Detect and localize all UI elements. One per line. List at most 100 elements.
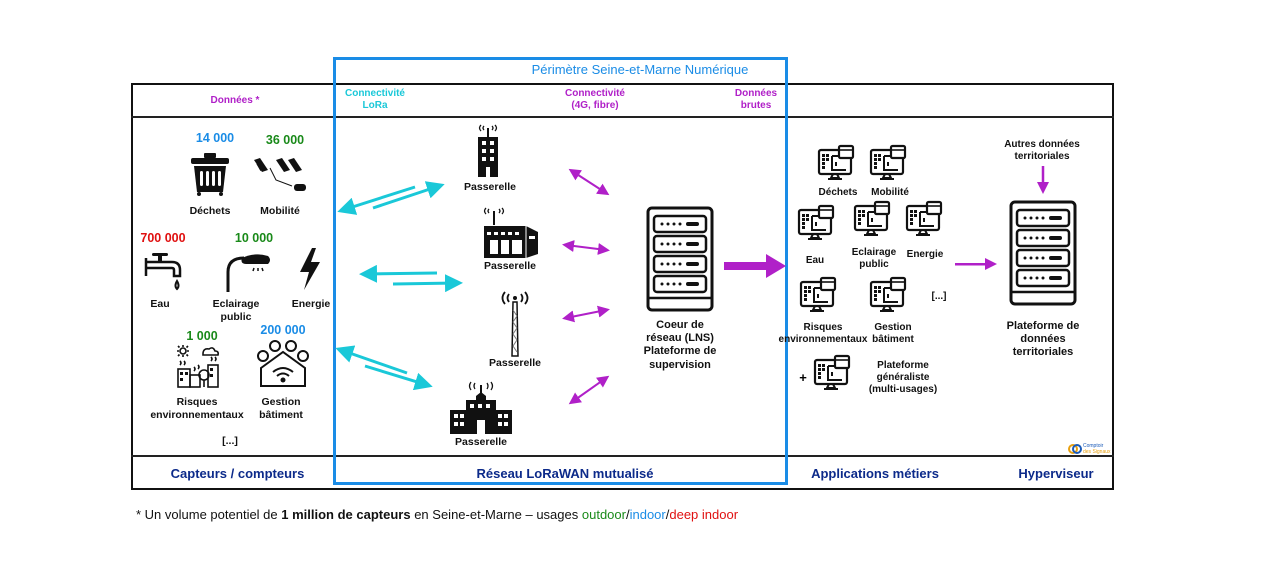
count-eau: 700 000 (140, 231, 186, 245)
generalist-plus: + (799, 370, 807, 385)
app-risques-icon (799, 276, 837, 313)
territorial-platform-server-icon (1009, 200, 1077, 306)
comptoir-logo-text: Comptoir des Signaux (1083, 443, 1111, 455)
app-label-gestion-line2: bâtiment (872, 334, 914, 345)
footnote-bold: 1 million de capteurs (281, 507, 411, 522)
territorial-platform-label-line1: Plateforme de (1006, 320, 1080, 332)
gateway-label-4: Passerelle (455, 436, 507, 448)
other-data-label-line1: Autres données (1004, 139, 1080, 150)
count-mobilite: 36 000 (265, 133, 305, 147)
app-label-risques-line1: Risques (803, 322, 843, 333)
backhaul-arrow-3 (562, 305, 610, 323)
lora-arrow-1-left (337, 185, 416, 215)
other-data-arrow (1037, 166, 1049, 194)
lora-arrow-2-right (392, 274, 463, 293)
territorial-platform-label-line3: territoriales (1012, 346, 1074, 359)
other-data-label-line2: territoriales (1014, 151, 1070, 162)
generalist-label-line2: généraliste (876, 372, 930, 383)
count-dechets: 14 000 (195, 131, 235, 145)
footnote-sep2: / (665, 507, 670, 522)
app-label-risques-line2: environnementaux (778, 334, 868, 345)
app-eau-icon (797, 204, 835, 241)
label-energie: Energie (291, 298, 331, 310)
header-donnees-brutes-line1: Données (734, 88, 778, 99)
core-server-icon (646, 206, 714, 312)
app-label-gestion: Gestion bâtiment (863, 322, 923, 346)
count-gestion: 200 000 (260, 323, 306, 337)
territorial-platform-label: Plateforme de données territoriales (990, 320, 1096, 360)
app-energie-icon (905, 200, 943, 237)
antenna-mast-icon (501, 291, 529, 357)
app-label-eclairage: Eclairage public (844, 247, 904, 271)
perimeter-title: Périmètre Seine-et-Marne Numérique (531, 62, 749, 77)
gateway-label-2: Passerelle (484, 260, 536, 272)
label-risques: Risques environnementaux (147, 396, 247, 421)
apps-more: [...] (931, 291, 947, 302)
lora-arrow-3-left (335, 345, 408, 375)
header-donnees: Données * (210, 95, 260, 106)
lora-arrow-2-left (359, 264, 438, 283)
footnote-indoor: indoor (629, 507, 666, 522)
gateway-label-1: Passerelle (464, 181, 516, 193)
app-generalist-icon (813, 354, 851, 391)
label-gestion-line2: bâtiment (259, 408, 303, 421)
label-eclairage-line2: public (220, 310, 252, 323)
footnote-deep-indoor: deep indoor (669, 507, 739, 522)
street-lamp-icon (226, 254, 270, 292)
app-dechets-icon (817, 144, 855, 181)
label-risques-line2: environnementaux (150, 408, 244, 421)
generalist-label: Plateforme généraliste (multi-usages) (858, 360, 948, 396)
header-connectivite-lora: Connectivité LoRa (335, 88, 415, 112)
app-label-risques: Risques environnementaux (775, 322, 871, 346)
label-eclairage: Eclairage public (201, 298, 271, 323)
app-label-dechets: Déchets (818, 187, 858, 198)
core-label-line2: réseau (LNS) (646, 332, 714, 345)
warehouse-icon (483, 207, 538, 258)
core-label-line3: Plateforme de (643, 345, 717, 358)
header-connectivite-4g-line2: (4G, fibre) (571, 100, 619, 111)
lora-arrows (335, 181, 463, 391)
label-gestion: Gestion bâtiment (248, 396, 314, 421)
smart-home-icon (257, 340, 309, 387)
app-label-energie: Energie (906, 249, 944, 260)
footer-divider (131, 455, 1114, 457)
footnote: * Un volume potentiel de 1 million de ca… (136, 507, 738, 522)
apps-to-platform-arrow (955, 258, 997, 270)
generalist-label-line3: (multi-usages) (868, 384, 938, 395)
app-label-eau: Eau (805, 255, 825, 266)
comptoir-logo: Comptoir des Signaux (1068, 443, 1112, 455)
core-label: Coeur de réseau (LNS) Plateforme de supe… (627, 319, 733, 372)
raw-data-arrow (724, 254, 786, 278)
backhaul-arrow-1 (568, 168, 610, 196)
backhaul-arrow-4 (568, 375, 610, 405)
backhaul-arrow-2 (562, 240, 610, 255)
footer-hyperviseur: Hyperviseur (1018, 466, 1094, 481)
label-eau: Eau (150, 298, 170, 310)
header-divider (131, 116, 1114, 118)
core-label-line4: supervision (649, 358, 711, 371)
lora-arrow-3-right (364, 364, 433, 391)
comptoir-logo-icon (1068, 444, 1082, 454)
label-gestion-line1: Gestion (261, 396, 301, 408)
header-donnees-brutes-line2: brutes (740, 100, 772, 111)
footer-capteurs: Capteurs / compteurs (170, 466, 305, 481)
header-donnees-brutes: Données brutes (725, 88, 787, 112)
lora-arrow-1-right (372, 181, 445, 210)
tower-building-icon (478, 124, 498, 177)
other-data-label: Autres données territoriales (990, 139, 1094, 163)
environment-city-icon (177, 345, 219, 388)
public-building-icon (450, 381, 512, 434)
label-dechets: Déchets (189, 205, 231, 217)
app-label-gestion-line1: Gestion (874, 322, 912, 333)
app-label-mobilite: Mobilité (871, 187, 909, 198)
footnote-prefix: * Un volume potentiel de (136, 507, 282, 522)
footnote-middle: en Seine-et-Marne – usages (410, 507, 582, 522)
app-mobilite-icon (869, 144, 907, 181)
app-label-eclairage-line2: public (859, 259, 889, 270)
header-connectivite-lora-line2: LoRa (362, 100, 388, 111)
app-eclairage-icon (853, 200, 891, 237)
backhaul-arrows (562, 168, 610, 405)
header-connectivite-4g: Connectivité (4G, fibre) (540, 88, 650, 112)
comptoir-logo-text-1: Comptoir (1083, 443, 1104, 449)
generalist-label-line1: Plateforme (877, 360, 929, 371)
